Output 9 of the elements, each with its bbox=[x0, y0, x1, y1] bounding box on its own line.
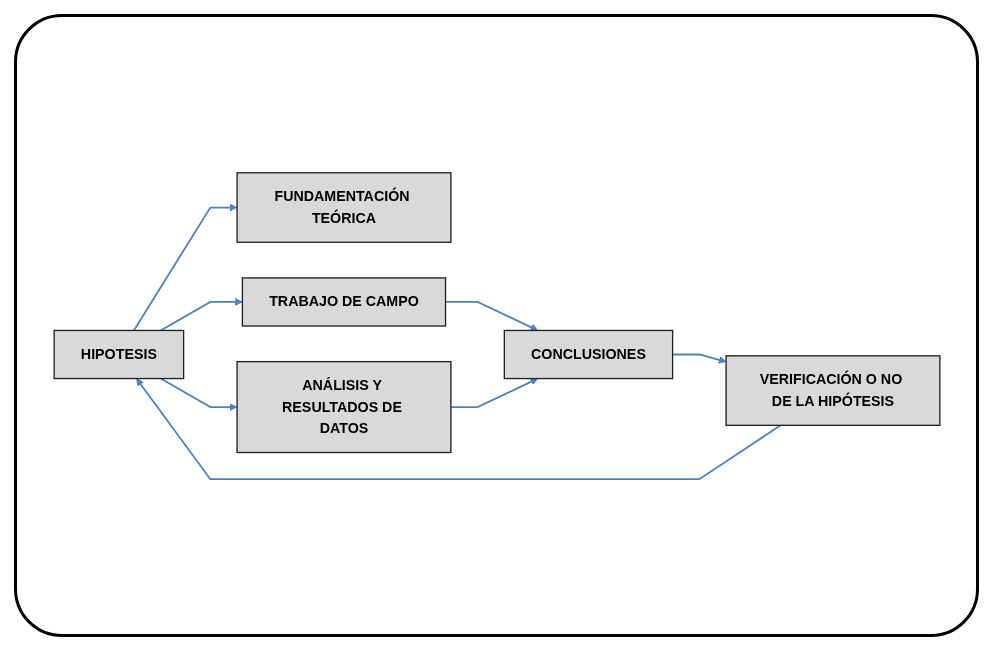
arrow bbox=[135, 377, 781, 480]
node-box: CONCLUSIONES bbox=[503, 329, 673, 379]
node-box: TRABAJO DE CAMPO bbox=[241, 276, 446, 327]
node-box: FUNDAMENTACIÓN TEÓRICA bbox=[235, 171, 452, 243]
arrow bbox=[159, 377, 237, 411]
node-box: VERIFICACIÓN O NO DE LA HIPÓTESIS bbox=[724, 354, 941, 426]
node-box: ANÁLISIS Y RESULTADOS DE DATOS bbox=[235, 360, 452, 453]
node-box: HIPOTESIS bbox=[52, 329, 184, 379]
arrow bbox=[132, 203, 237, 331]
